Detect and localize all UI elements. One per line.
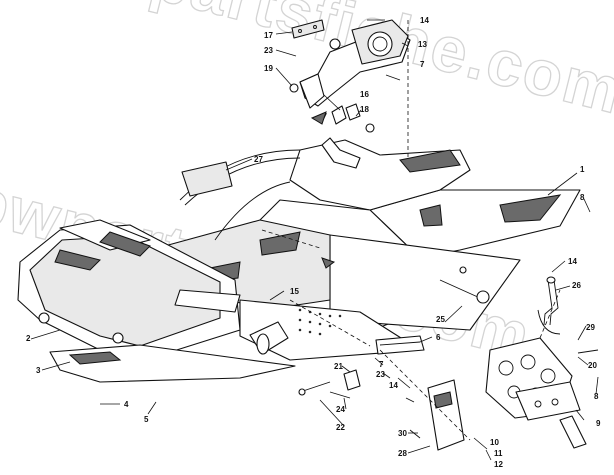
callout-13[interactable]: 13 (418, 40, 427, 49)
callout-20[interactable]: 20 (588, 361, 597, 370)
callout-9[interactable]: 9 (596, 419, 601, 428)
guide-lines (261, 20, 561, 441)
callout-5[interactable]: 5 (144, 415, 149, 424)
callout-16[interactable]: 16 (360, 90, 369, 99)
small-hardware (298, 349, 599, 449)
hitch-rod (537, 276, 561, 335)
callout-29[interactable]: 29 (586, 323, 595, 332)
foot-plate (375, 335, 425, 355)
main-frame-tunnel (149, 137, 581, 361)
callout-3[interactable]: 3 (36, 366, 41, 375)
callout-23-top[interactable]: 23 (264, 46, 273, 55)
callout-14-lower[interactable]: 14 (389, 381, 398, 390)
steering-support-bracket (289, 19, 411, 133)
callout-14-top[interactable]: 14 (420, 16, 429, 25)
callout-1[interactable]: 1 (580, 165, 585, 174)
callout-27[interactable]: 27 (254, 155, 263, 164)
callout-8-step[interactable]: 8 (594, 392, 599, 401)
callout-leaders (30, 19, 599, 461)
callout-26[interactable]: 26 (572, 281, 581, 290)
callout-25[interactable]: 25 (436, 315, 445, 324)
pointer-arrow (321, 257, 336, 269)
callout-14-right[interactable]: 14 (568, 257, 577, 266)
callout-4[interactable]: 4 (124, 400, 129, 409)
pointer-arrow-lower (310, 111, 327, 125)
callout-30[interactable]: 30 (398, 429, 407, 438)
callout-18[interactable]: 18 (360, 105, 369, 114)
rear-rod (439, 266, 490, 304)
callout-21[interactable]: 21 (334, 362, 343, 371)
callout-12[interactable]: 12 (494, 460, 503, 469)
callout-6[interactable]: 6 (436, 333, 441, 342)
mounting-plate (427, 379, 465, 451)
callout-7-top[interactable]: 7 (420, 60, 425, 69)
belly-pan-shading (68, 351, 122, 365)
steering-shaft (249, 321, 289, 355)
callout-19[interactable]: 19 (264, 64, 273, 73)
callout-23-lower[interactable]: 23 (376, 370, 385, 379)
callout-28[interactable]: 28 (398, 449, 407, 458)
callouts: 1 2 3 4 5 6 7 7 8 8 9 10 11 12 13 14 14 … (26, 16, 601, 469)
mounting-plate-shading (433, 391, 453, 409)
callout-22[interactable]: 22 (336, 423, 345, 432)
callout-7-lower[interactable]: 7 (379, 360, 384, 369)
callout-11[interactable]: 11 (494, 449, 503, 458)
front-bumper-frame (17, 219, 241, 361)
callout-2[interactable]: 2 (26, 334, 31, 343)
callout-10[interactable]: 10 (490, 438, 499, 447)
callout-15[interactable]: 15 (290, 287, 299, 296)
dash-plate (181, 161, 233, 197)
callout-24[interactable]: 24 (336, 405, 345, 414)
callout-17[interactable]: 17 (264, 31, 273, 40)
step-plate-assembly (485, 337, 581, 421)
callout-8-right[interactable]: 8 (580, 193, 585, 202)
